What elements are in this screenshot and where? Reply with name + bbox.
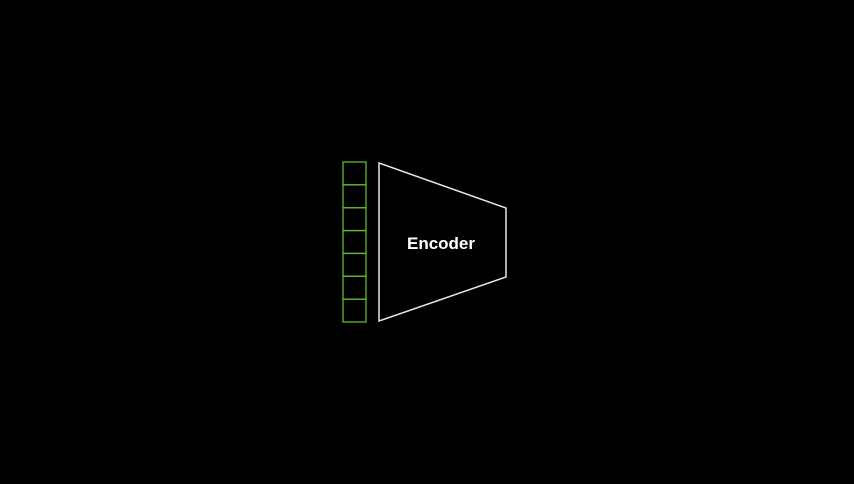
encoder-label: Encoder [407, 234, 475, 253]
input-vector-cell [342, 298, 367, 323]
encoder-trapezoid [378, 161, 507, 323]
input-vector [342, 161, 367, 323]
